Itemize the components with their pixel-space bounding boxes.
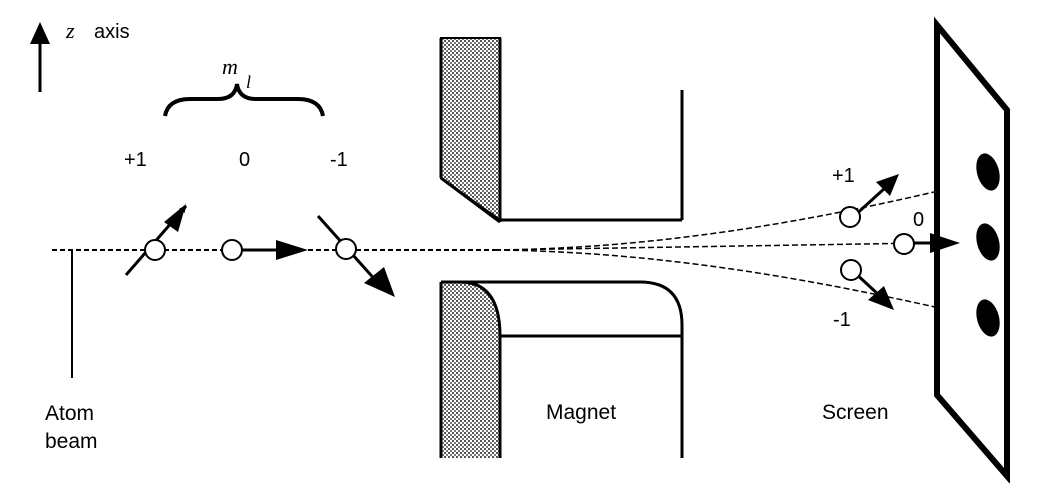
deflected-label-plus1: +1 — [832, 165, 855, 187]
value-plus1: +1 — [124, 149, 147, 171]
screen-spots — [976, 153, 1000, 337]
spin-arrow-icon — [364, 267, 395, 297]
value-0: 0 — [239, 149, 250, 171]
deflected-label-minus1: -1 — [833, 309, 851, 331]
atom-beam-label-line2: beam — [45, 430, 98, 453]
spin-arrow-icon — [930, 233, 960, 253]
ml-subscript: l — [246, 72, 251, 92]
value-minus1: -1 — [330, 149, 348, 171]
z-axis-symbol: z — [65, 18, 75, 43]
atom-minus1 — [316, 214, 395, 297]
up-arrow-icon — [30, 22, 50, 44]
brace — [163, 83, 325, 117]
spin-arrow-icon — [876, 174, 899, 196]
spin-arrow-icon — [868, 286, 894, 310]
deflected-atom-plus1 — [839, 174, 899, 228]
atom-plus1 — [124, 204, 188, 276]
magnet-top-pole — [439, 37, 684, 224]
deflected-atom-0 — [893, 233, 960, 255]
trajectory-minus1 — [494, 249, 986, 319]
atom-beam-label-line1: Atom — [45, 402, 94, 425]
ml-label: m l — [163, 54, 325, 117]
screen — [934, 16, 1010, 485]
deflected-atom-minus1 — [840, 259, 894, 310]
spot-0 — [976, 223, 1000, 261]
spin-arrow-icon — [276, 240, 308, 260]
atom-0 — [221, 239, 308, 261]
magnet-bottom-pole — [439, 280, 684, 458]
spot-plus1 — [976, 153, 1000, 191]
z-axis-word: axis — [94, 21, 130, 43]
deflected-label-0: 0 — [913, 209, 924, 231]
magnet-label: Magnet — [546, 401, 616, 424]
ml-symbol: m — [222, 54, 238, 79]
spot-minus1 — [976, 299, 1000, 337]
trajectory-plus1 — [494, 179, 986, 251]
screen-label: Screen — [822, 401, 889, 424]
z-axis-indicator: z axis — [30, 18, 130, 92]
